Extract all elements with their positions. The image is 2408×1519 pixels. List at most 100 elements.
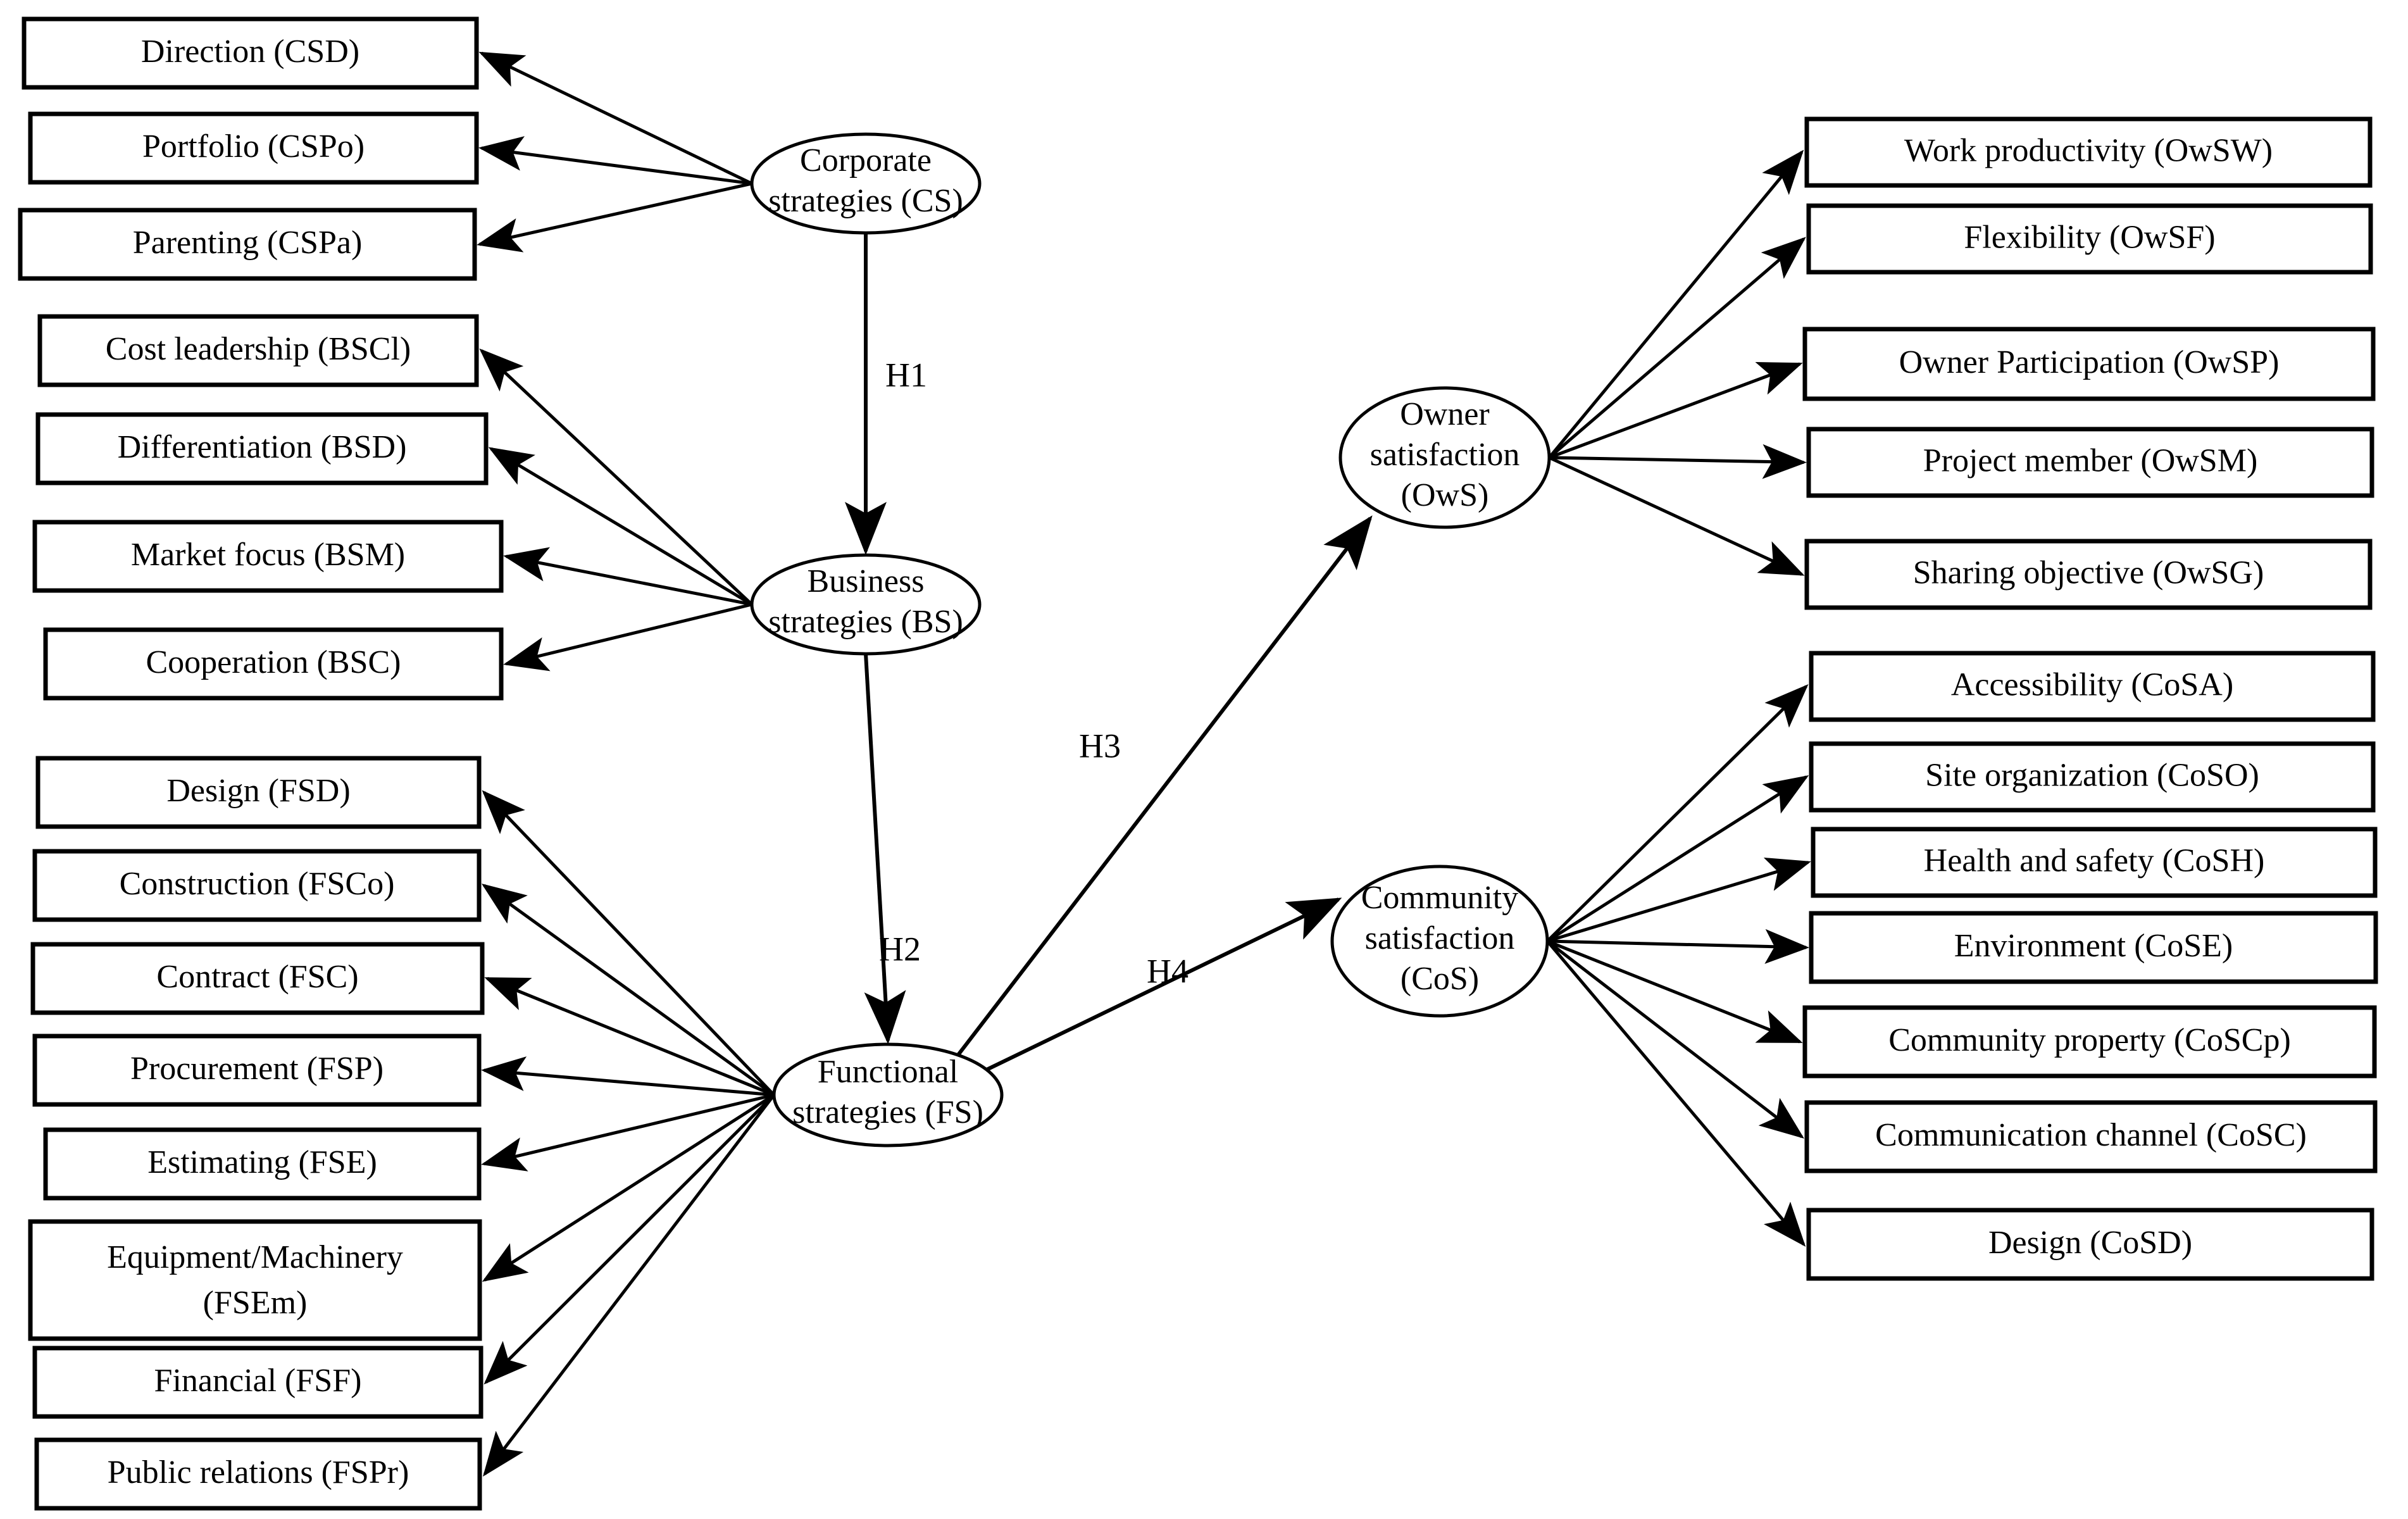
indicator-label: Accessibility (CoSA) bbox=[1951, 666, 2233, 703]
measurement-arrow-OwS-to-OwSW bbox=[1548, 149, 1804, 459]
indicator-box-CoSA[interactable]: Accessibility (CoSA) bbox=[1809, 651, 2376, 722]
indicator-box-FSC[interactable]: Contract (FSC) bbox=[30, 942, 485, 1015]
indicator-box-FSF[interactable]: Financial (FSF) bbox=[32, 1346, 483, 1419]
construct-label-line2: strategies (FS) bbox=[792, 1094, 983, 1130]
indicator-label: Parenting (CSPa) bbox=[133, 225, 363, 261]
indicator-label: Estimating (FSE) bbox=[147, 1144, 377, 1180]
measurement-arrow-FS-to-FSPr bbox=[482, 1094, 775, 1477]
indicator-box-CoSCp[interactable]: Community property (CoSCp) bbox=[1802, 1005, 2377, 1078]
indicator-box-OwSP[interactable]: Owner Participation (OwSP) bbox=[1802, 327, 2376, 401]
indicator-box-CoSH[interactable]: Health and safety (CoSH) bbox=[1811, 827, 2378, 898]
construct-ellipse-CS[interactable]: Corporate strategies (CS) bbox=[750, 132, 982, 235]
indicator-box-BSCl[interactable]: Cost leadership (BSCl) bbox=[37, 314, 479, 387]
construct-label-line1: Community bbox=[1361, 880, 1518, 916]
indicator-box-CSPa[interactable]: Parenting (CSPa) bbox=[18, 208, 477, 281]
hypothesis-label-H3: H3 bbox=[1079, 727, 1121, 765]
indicator-label: Community property (CoSCp) bbox=[1888, 1022, 2291, 1058]
indicator-box-FSE[interactable]: Estimating (FSE) bbox=[43, 1127, 482, 1201]
indicator-label: Financial (FSF) bbox=[154, 1363, 362, 1399]
indicator-box-FSPr[interactable]: Public relations (FSPr) bbox=[34, 1437, 482, 1511]
indicator-label: Cooperation (BSC) bbox=[146, 644, 401, 680]
measurement-arrow-CS-to-CSD bbox=[478, 51, 753, 185]
construct-label-line2: satisfaction bbox=[1370, 437, 1520, 473]
indicator-box-BSC[interactable]: Cooperation (BSC) bbox=[43, 627, 504, 701]
indicator-label: Project member (OwSM) bbox=[1923, 442, 2258, 478]
indicator-box-OwSM[interactable]: Project member (OwSM) bbox=[1806, 427, 2374, 498]
indicator-label: Construction (FSCo) bbox=[120, 866, 395, 902]
indicator-box-CoSD[interactable]: Design (CoSD) bbox=[1806, 1208, 2374, 1281]
indicator-label: Sharing objective (OwSG) bbox=[1913, 554, 2264, 591]
construct-ellipse-FS[interactable]: Functional strategies (FS) bbox=[772, 1042, 1004, 1147]
indicator-box-FSD[interactable]: Design (FSD) bbox=[35, 756, 482, 829]
structural-path-H3 bbox=[956, 515, 1373, 1057]
measurement-arrow-OwS-to-OwSP bbox=[1549, 361, 1803, 459]
construct-label-line1: Owner bbox=[1400, 396, 1490, 432]
measurement-arrow-CoS-to-CoSH bbox=[1547, 857, 1811, 943]
construct-label-line1: Business bbox=[808, 563, 925, 599]
measurement-arrow-OwS-to-OwSG bbox=[1548, 456, 1805, 576]
construct-label-line3: (CoS) bbox=[1401, 961, 1479, 997]
construct-ellipse-BS[interactable]: Business strategies (BS) bbox=[750, 553, 982, 656]
indicator-label: Procurement (FSP) bbox=[130, 1051, 384, 1087]
indicator-label: Cost leadership (BSCl) bbox=[106, 331, 411, 367]
indicator-label: Owner Participation (OwSP) bbox=[1899, 344, 2280, 380]
construct-label-line1: Corporate bbox=[800, 142, 932, 178]
measurement-arrow-CS-to-CSPa bbox=[477, 182, 752, 253]
measurement-arrow-CoS-to-CoSCp bbox=[1547, 939, 1803, 1044]
measurement-arrow-CoS-to-CoSA bbox=[1546, 684, 1809, 942]
indicator-label: Differentiation (BSD) bbox=[118, 429, 407, 465]
indicator-box-CSD[interactable]: Direction (CSD) bbox=[22, 16, 479, 90]
measurement-arrow-CS-to-CSPo bbox=[478, 136, 752, 185]
indicator-label: Flexibility (OwSF) bbox=[1964, 219, 2215, 255]
indicator-box-OwSF[interactable]: Flexibility (OwSF) bbox=[1806, 203, 2373, 275]
measurement-arrow-CoS-to-CoSE bbox=[1547, 928, 1809, 964]
indicator-label: Market focus (BSM) bbox=[131, 537, 405, 573]
structural-path-H2 bbox=[864, 653, 906, 1044]
indicator-label: Public relations (FSPr) bbox=[108, 1454, 409, 1491]
indicator-label: Health and safety (CoSH) bbox=[1924, 842, 2265, 878]
measurement-arrow-FS-to-FSE bbox=[481, 1093, 775, 1172]
measurement-arrow-CoS-to-CoSC bbox=[1546, 940, 1804, 1139]
measurement-arrow-FS-to-FSP bbox=[481, 1056, 775, 1097]
hypothesis-label-H4: H4 bbox=[1147, 952, 1188, 990]
indicator-box-CoSO[interactable]: Site organization (CoSO) bbox=[1809, 741, 2376, 813]
indicator-label: Contract (FSC) bbox=[156, 959, 358, 995]
indicator-box-FSEm[interactable]: Equipment/Machinery (FSEm) bbox=[28, 1219, 482, 1341]
construct-label-line1: Functional bbox=[818, 1054, 958, 1090]
construct-ellipse-CoS[interactable]: Community satisfaction (CoS) bbox=[1330, 865, 1549, 1018]
indicator-box-BSD[interactable]: Differentiation (BSD) bbox=[35, 412, 489, 485]
indicator-box-OwSW[interactable]: Work productivity (OwSW) bbox=[1804, 116, 2373, 188]
structural-path-H4 bbox=[983, 897, 1342, 1073]
indicator-box-OwSG[interactable]: Sharing objective (OwSG) bbox=[1804, 539, 2373, 610]
edges-layer bbox=[477, 51, 1811, 1477]
indicator-label: Work productivity (OwSW) bbox=[1904, 132, 2273, 168]
indicator-box-CoSE[interactable]: Environment (CoSE) bbox=[1809, 911, 2378, 984]
construct-label-line2: satisfaction bbox=[1365, 920, 1515, 956]
measurement-arrow-BS-to-BSCl bbox=[479, 348, 753, 606]
indicator-box-FSP[interactable]: Procurement (FSP) bbox=[32, 1034, 482, 1107]
indicator-label: Site organization (CoSO) bbox=[1925, 757, 2259, 793]
construct-label-line2: strategies (CS) bbox=[768, 183, 963, 219]
indicator-label-line2: (FSEm) bbox=[203, 1285, 308, 1321]
measurement-arrow-BS-to-BSD bbox=[488, 447, 753, 606]
hypothesis-label-H2: H2 bbox=[879, 930, 921, 968]
indicator-box-BSM[interactable]: Market focus (BSM) bbox=[32, 520, 504, 593]
indicator-label: Communication channel (CoSC) bbox=[1875, 1117, 2307, 1153]
measurement-arrow-CoS-to-CoSD bbox=[1546, 940, 1806, 1247]
indicator-box-FSCo[interactable]: Construction (FSCo) bbox=[32, 849, 482, 922]
indicator-label: Equipment/Machinery bbox=[107, 1239, 403, 1275]
measurement-arrow-FS-to-FSD bbox=[482, 790, 775, 1096]
construct-label-line2: strategies (BS) bbox=[768, 604, 963, 640]
measurement-arrow-FS-to-FSCo bbox=[481, 884, 775, 1097]
indicator-box-CSPo[interactable]: Portfolio (CSPo) bbox=[28, 111, 479, 185]
hypothesis-label-H1: H1 bbox=[885, 356, 927, 394]
measurement-arrow-OwS-to-OwSM bbox=[1549, 444, 1807, 479]
nodes-layer: Direction (CSD) Portfolio (CSPo) Parenting… bbox=[18, 16, 2378, 1511]
measurement-arrow-FS-to-FSC bbox=[484, 977, 775, 1097]
measurement-arrow-BS-to-BSM bbox=[503, 547, 752, 606]
indicator-box-CoSC[interactable]: Communication channel (CoSC) bbox=[1804, 1100, 2378, 1173]
